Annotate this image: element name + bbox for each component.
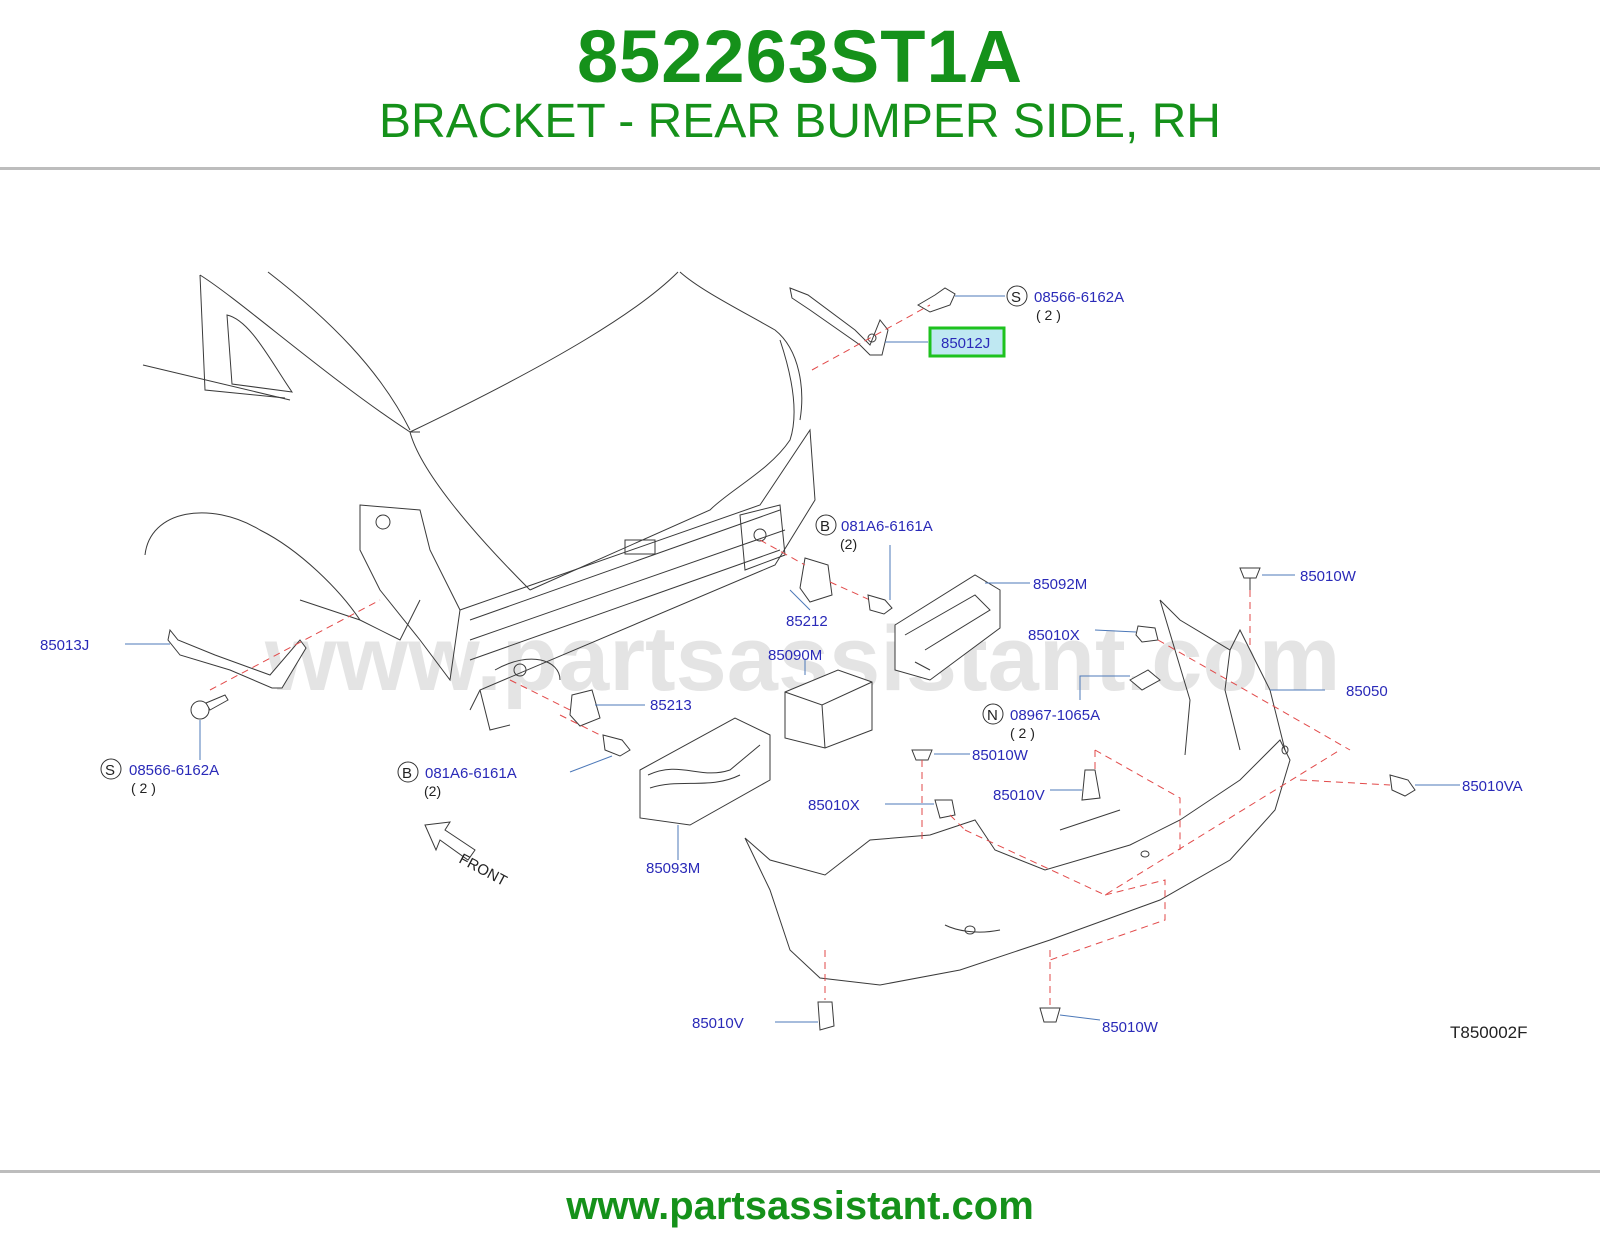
part-description: BRACKET - REAR BUMPER SIDE, RH	[379, 95, 1221, 148]
code-badge-s-left: S	[100, 758, 122, 780]
qty-left: ( 2 )	[131, 780, 156, 796]
footer-divider	[0, 1170, 1600, 1173]
highlight-box-85012j	[928, 326, 1006, 358]
label-081a6-6161a-left[interactable]: 081A6-6161A	[425, 765, 517, 782]
qty-right: (2)	[840, 536, 857, 552]
label-85012j[interactable]: 85012J	[941, 335, 990, 352]
page-header: 852263ST1A BRACKET - REAR BUMPER SIDE, R…	[0, 0, 1600, 170]
front-arrow-icon	[424, 821, 476, 861]
label-08566-6162a-left[interactable]: 08566-6162A	[129, 762, 219, 779]
bolt-85010va-drawing	[1389, 774, 1416, 797]
parts-diagram: www.partsassistant.com	[40, 271, 1528, 1042]
bolt-08566-top-drawing	[917, 287, 956, 313]
label-08967-1065a[interactable]: 08967-1065A	[1010, 707, 1100, 724]
code-badge-s-top: S	[1006, 285, 1028, 307]
label-85013j[interactable]: 85013J	[40, 637, 89, 654]
qty-left2: (2)	[424, 783, 441, 799]
label-85010x-b[interactable]: 85010X	[808, 797, 860, 814]
code-badge-b-left: B	[397, 761, 419, 783]
label-85050[interactable]: 85050	[1346, 683, 1388, 700]
absorber-85093m-drawing	[639, 717, 771, 826]
code-badge-b-right: B	[815, 514, 837, 536]
label-85010w-b[interactable]: 85010W	[972, 747, 1029, 764]
absorber-85092m-drawing	[894, 574, 1001, 681]
drawing-code: T850002F	[1450, 1023, 1528, 1042]
qty-n: ( 2 )	[1010, 725, 1035, 741]
svg-text:S: S	[105, 762, 115, 779]
bracket-85013j-drawing	[167, 628, 307, 689]
stay-85213-drawing	[569, 689, 601, 727]
code-badge-n: N	[982, 703, 1004, 725]
bolt-85010v-b-drawing	[817, 1001, 835, 1031]
car-body-drawing	[142, 271, 816, 731]
label-85212[interactable]: 85212	[786, 613, 828, 630]
label-08566-6162a-top[interactable]: 08566-6162A	[1034, 289, 1124, 306]
bolt-081a6-right-drawing	[867, 594, 893, 615]
label-85010va[interactable]: 85010VA	[1462, 778, 1523, 795]
svg-text:N: N	[987, 707, 998, 724]
qty-top: ( 2 )	[1036, 307, 1061, 323]
clip-85010w-c-drawing	[1039, 1007, 1061, 1023]
svg-text:B: B	[402, 765, 412, 782]
header-divider	[0, 167, 1600, 170]
bracket-85012j-drawing	[789, 287, 889, 356]
label-85010v-b[interactable]: 85010V	[692, 1015, 744, 1032]
label-85213[interactable]: 85213	[650, 697, 692, 714]
label-85010w-a[interactable]: 85010W	[1300, 568, 1357, 585]
footer-website[interactable]: www.partsassistant.com	[566, 1184, 1034, 1228]
bolt-081a6-left-drawing	[602, 734, 631, 757]
label-85010w-c[interactable]: 85010W	[1102, 1019, 1159, 1036]
stay-85212-drawing	[799, 557, 833, 603]
label-85092m[interactable]: 85092M	[1033, 576, 1087, 593]
label-85010x-a[interactable]: 85010X	[1028, 627, 1080, 644]
bolt-08566-left-drawing	[190, 694, 229, 720]
svg-text:S: S	[1011, 289, 1021, 306]
clip-85010w-a-drawing	[1239, 567, 1261, 590]
label-85090m[interactable]: 85090M	[768, 647, 822, 664]
part-number-title: 852263ST1A	[576, 15, 1024, 98]
svg-text:B: B	[820, 518, 830, 535]
clip-85010x-a-drawing	[1135, 625, 1159, 643]
label-081a6-6161a-right[interactable]: 081A6-6161A	[841, 518, 933, 535]
bolt-85010v-a-drawing	[1081, 769, 1101, 801]
clip-85010x-b-drawing	[934, 799, 956, 819]
label-85010v-a[interactable]: 85010V	[993, 787, 1045, 804]
front-label: FRONT	[456, 851, 510, 890]
clip-85010w-b-drawing	[911, 749, 933, 761]
absorber-85090m-drawing	[784, 669, 873, 749]
label-85093m[interactable]: 85093M	[646, 860, 700, 877]
nut-08967-drawing	[1129, 669, 1161, 691]
